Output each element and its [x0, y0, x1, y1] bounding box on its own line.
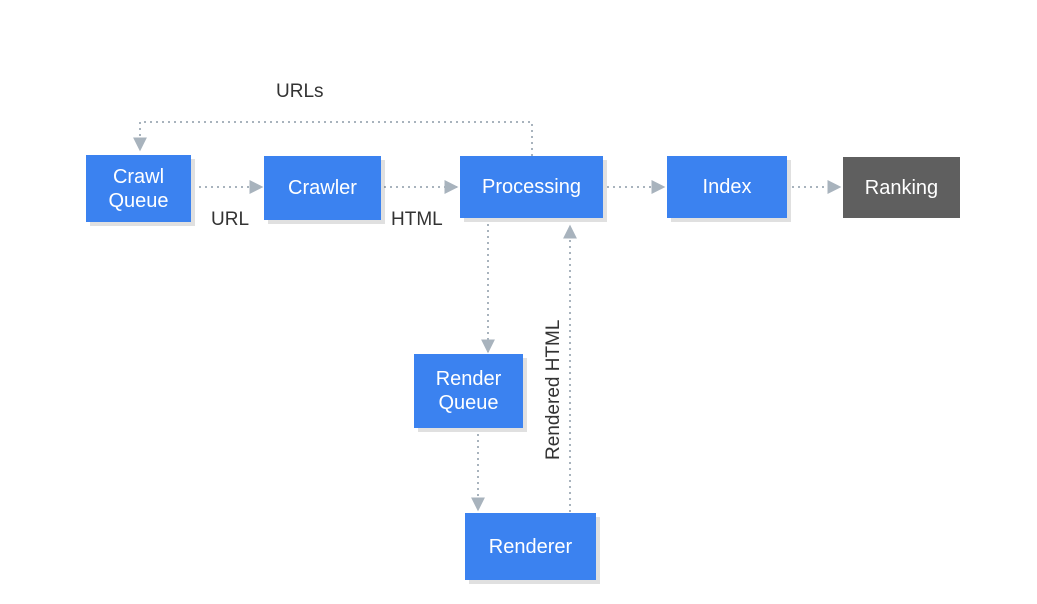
edge-label-urls: URLs	[276, 81, 324, 102]
node-index: Index	[667, 156, 787, 218]
edge-processing-to-crawl-queue	[133, 121, 533, 156]
node-crawler: Crawler	[264, 156, 381, 220]
node-crawl-queue: Crawl Queue	[86, 155, 191, 222]
node-processing: Processing	[460, 156, 603, 218]
edge-label-html: HTML	[391, 209, 443, 230]
edge-label-url: URL	[211, 209, 250, 230]
node-render-queue: Render Queue	[414, 354, 523, 428]
node-renderer: Renderer	[465, 513, 596, 580]
edge-label-rendered-html: Rendered HTML	[543, 319, 564, 460]
node-ranking: Ranking	[843, 157, 960, 218]
